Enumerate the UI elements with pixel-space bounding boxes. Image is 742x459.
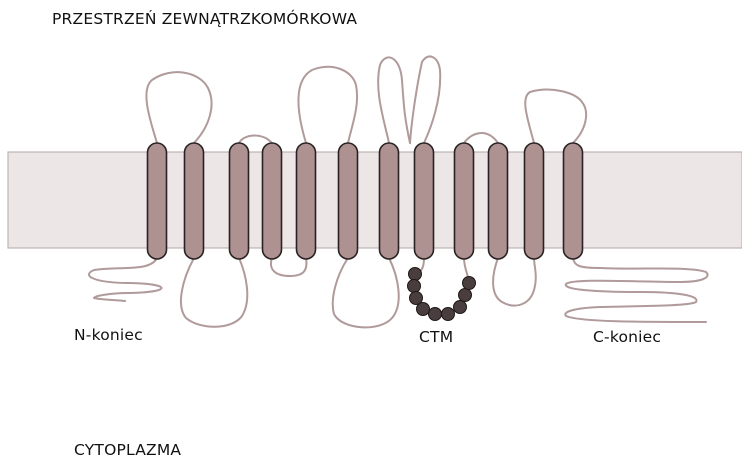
transmembrane-helix-11 [525, 143, 544, 259]
transmembrane-helix-1 [148, 143, 167, 259]
extracellular-loop-1 [146, 72, 211, 143]
intracellular-loop-1 [181, 258, 247, 327]
intracellular-loop-3 [333, 258, 399, 327]
n-terminus-label: N-koniec [74, 326, 143, 344]
intracellular-loop-2 [271, 258, 307, 276]
transmembrane-helix-8 [415, 143, 434, 259]
transmembrane-helix-9 [455, 143, 474, 259]
extracellular-loop-5 [410, 56, 440, 143]
transmembrane-helix-5 [297, 143, 316, 259]
extracellular-loop-7 [525, 90, 586, 143]
transmembrane-helix-6 [339, 143, 358, 259]
ctm-label: CTM [419, 328, 453, 346]
extracellular-space-label: PRZESTRZEŃ ZEWNĄTRZKOMÓRKOWA [52, 10, 357, 28]
extracellular-loop-4 [378, 57, 410, 143]
n-terminus-tail [89, 258, 162, 301]
c-terminus-tail [565, 258, 707, 322]
cytoplasm-label: CYTOPLAZMA [74, 441, 181, 459]
transmembrane-helix-7 [380, 143, 399, 259]
transmembrane-helix-3 [230, 143, 249, 259]
transmembrane-helix-12 [564, 143, 583, 259]
transmembrane-helix-4 [263, 143, 282, 259]
ctm-beads [408, 268, 476, 321]
extracellular-loop-3 [298, 67, 357, 143]
extracellular-loop-6 [464, 133, 498, 143]
transmembrane-helix-2 [185, 143, 204, 259]
c-terminus-label: C-koniec [593, 328, 661, 346]
cell-membrane [8, 152, 742, 248]
intracellular-loop-5 [493, 258, 536, 306]
extracellular-loop-2 [239, 135, 272, 143]
transmembrane-helix-10 [489, 143, 508, 259]
